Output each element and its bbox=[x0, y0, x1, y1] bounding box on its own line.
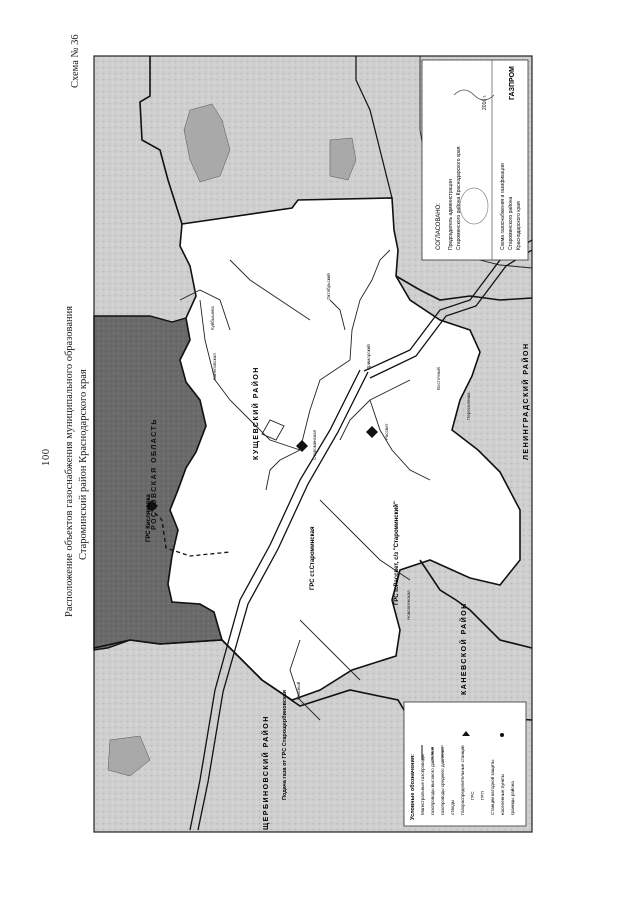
legend-item: границы района bbox=[509, 781, 515, 815]
gazprom-logo: ГАЗПРОМ bbox=[509, 66, 516, 100]
label-grs-staromin: ГРС ст.Староминская bbox=[310, 526, 316, 590]
settlement-area bbox=[329, 137, 357, 181]
legend-item: Станции катодной защиты bbox=[489, 760, 495, 815]
grs-markers bbox=[146, 426, 378, 512]
starominsky-district-area bbox=[167, 197, 521, 701]
label-grs-kislyakovka: ГРС Кисляковка bbox=[146, 493, 152, 542]
place-label: Приморский bbox=[365, 344, 371, 370]
place-label: Переселенка bbox=[466, 392, 471, 420]
legend-item: газопроводы среднего давления bbox=[440, 747, 445, 815]
east-boundary bbox=[355, 56, 393, 199]
scheme-title-3: Краснодарского края bbox=[516, 201, 522, 250]
approval-line1: Председатель администрации bbox=[448, 179, 454, 250]
scheme-title-1: Схема газоснабжения и газификации bbox=[500, 163, 506, 250]
legend-grs-icon bbox=[462, 731, 470, 736]
settlement-area bbox=[183, 103, 231, 183]
trunk-pipeline-parallel bbox=[197, 371, 369, 831]
legend-item: Газораспределительные станции bbox=[460, 745, 465, 815]
region-label-kanevskoy: КАНЕВСКОЙ РАЙОН bbox=[459, 602, 468, 695]
legend-item: населенные пункты bbox=[500, 774, 505, 815]
dashed-branch-pipeline bbox=[149, 507, 231, 557]
approval-year: 2016 г. bbox=[482, 95, 488, 110]
trunk-pipeline bbox=[189, 369, 361, 831]
legend-item: отводы bbox=[450, 800, 455, 815]
scheme-title-2: Староминского района bbox=[507, 197, 514, 250]
kushchevsky-boundary bbox=[139, 56, 183, 225]
trunk-pipeline-east-parallel bbox=[369, 249, 533, 379]
approval-line2: Староминского района Краснодарского края bbox=[455, 146, 462, 250]
kanevskoy-boundary bbox=[419, 559, 533, 649]
legend-box: Условные обозначения: Магистральные газо… bbox=[403, 701, 527, 827]
stamp-seal bbox=[459, 187, 489, 225]
legend-item: Магистральные газопроводы bbox=[420, 754, 425, 815]
settlement-labels: Староминская Рассвет Куйбышево Канеловск… bbox=[209, 273, 471, 700]
legend-item: ГРС bbox=[470, 791, 475, 800]
approval-box: СОГЛАСОВАНО: Председатель администрации … bbox=[421, 59, 529, 261]
place-label: Октябрьский bbox=[325, 273, 331, 300]
region-label-leningradsky: ЛЕНИНГРАДСКИЙ РАЙОН bbox=[521, 342, 530, 460]
settlement-area bbox=[107, 735, 151, 777]
place-label: Восточный bbox=[435, 367, 441, 390]
label-branch-pipeline: Подача газа от ГРС Старощербиновская bbox=[281, 690, 288, 800]
leningradsky-boundary bbox=[395, 275, 533, 301]
legend-heading: Условные обозначения: bbox=[409, 754, 416, 820]
place-label: Красный bbox=[295, 681, 301, 700]
label-grs-rassvet: ГРС п.Рассвет, с/з "Староминский" bbox=[393, 501, 400, 605]
place-label: Куйбышево bbox=[209, 305, 215, 330]
signature bbox=[453, 89, 495, 101]
place-label: Староминская bbox=[312, 429, 317, 460]
legend-settlement-icon bbox=[500, 733, 504, 737]
region-label-kushchevsky: КУЩЕВСКИЙ РАЙОН bbox=[251, 366, 260, 460]
place-label: Рассвет bbox=[384, 423, 389, 440]
region-label-rostov: РОСТОВСКАЯ ОБЛАСТЬ bbox=[151, 418, 158, 530]
approval-heading: СОГЛАСОВАНО: bbox=[436, 203, 442, 250]
legend-item: ГРП bbox=[480, 791, 485, 800]
distribution-network bbox=[179, 249, 431, 721]
place-label: Новоясенская bbox=[406, 590, 411, 620]
region-label-shcherbinovsky: ЩЕРБИНОВСКИЙ РАЙОН bbox=[261, 715, 270, 830]
legend-item: газопроводы высокого давления bbox=[430, 746, 435, 815]
place-label: Канеловская bbox=[212, 353, 217, 380]
